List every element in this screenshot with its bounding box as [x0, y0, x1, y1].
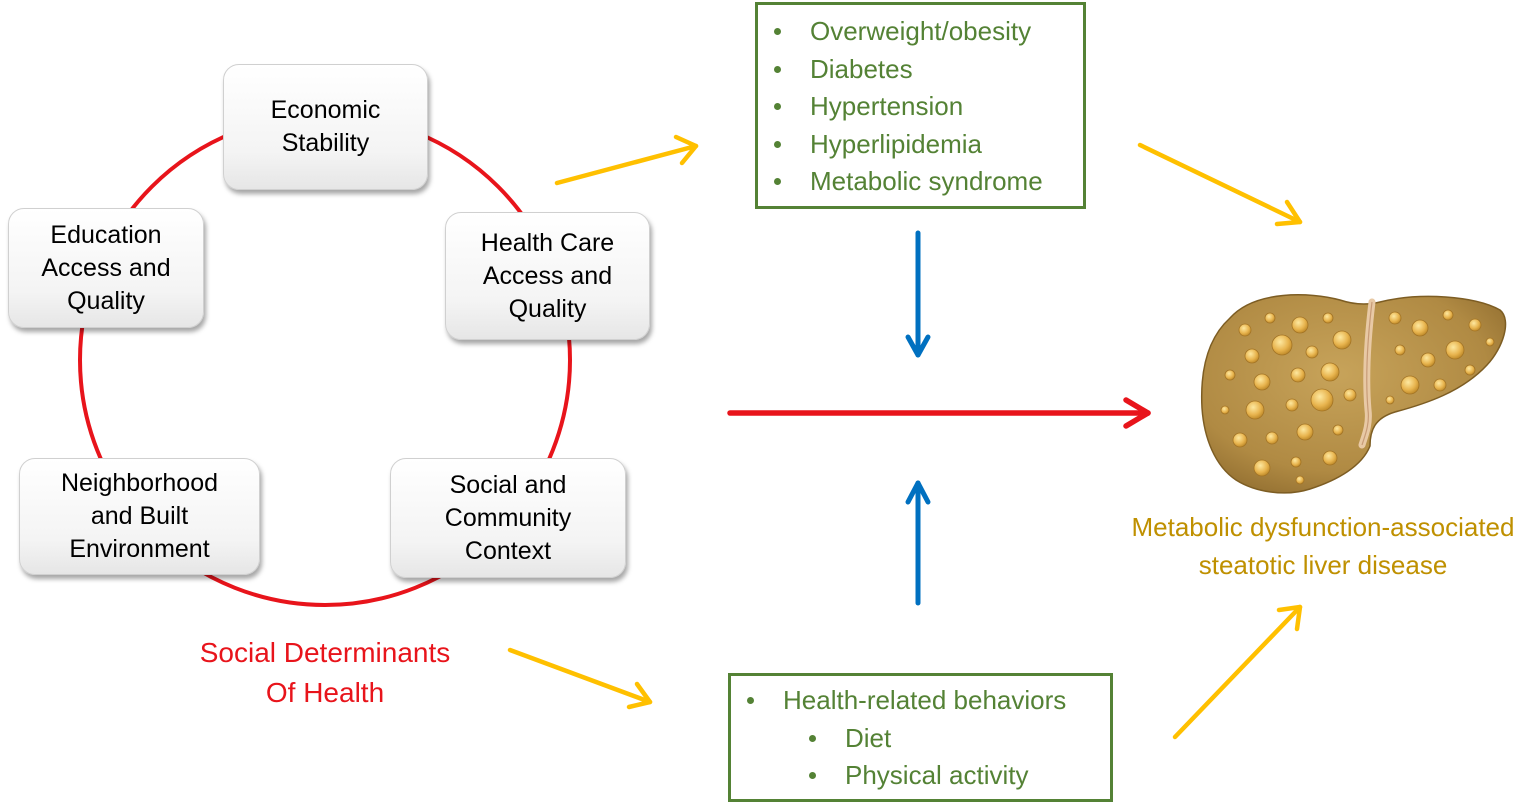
node-label-line: Access and	[41, 253, 171, 282]
conditions-list: Overweight/obesity Diabetes Hypertension…	[774, 13, 1043, 201]
node-label-line: Neighborhood	[60, 469, 219, 497]
liver-icon	[1200, 294, 1507, 494]
node-education-access-quality: Education Access and Quality	[8, 208, 204, 328]
node-label-line: Economic	[270, 96, 381, 124]
arrow-conditions-to-masld	[1137, 142, 1303, 227]
node-label-line: and Built	[90, 502, 189, 530]
behavior-main-item: Health-related behaviors	[746, 682, 1066, 720]
node-label-line: Environment	[69, 535, 210, 563]
sdoh-title-line2: Of Health	[265, 677, 385, 708]
node-economic-stability: Economic Stability	[223, 64, 428, 190]
node-label-line: Quality	[508, 294, 587, 323]
sdoh-title: Social Determinants Of Health	[150, 633, 500, 713]
node-health-care-access-quality: Health Care Access and Quality	[445, 212, 650, 340]
outcome-line1: Metabolic dysfunction-associated	[1131, 512, 1515, 542]
node-label-line: Quality	[67, 286, 145, 315]
arrow-sdoh-to-conditions	[554, 134, 699, 186]
node-label-line: Stability	[281, 129, 370, 157]
condition-item: Overweight/obesity	[774, 13, 1043, 51]
outcome-label: Metabolic dysfunction-associated steatot…	[1108, 508, 1537, 584]
behavior-sub-item: Physical activity	[808, 757, 1066, 795]
node-label-line: Access and	[482, 261, 613, 290]
condition-item: Hyperlipidemia	[774, 126, 1043, 164]
arrow-sdoh-to-masld	[727, 397, 1151, 429]
arrow-behaviors-up	[905, 480, 931, 606]
behaviors-box: Health-related behaviors Diet Physical a…	[728, 673, 1113, 802]
node-label-line: Social and	[449, 470, 567, 499]
node-label-line: Community	[444, 503, 572, 532]
behaviors-list: Health-related behaviors Diet Physical a…	[746, 682, 1066, 795]
node-label-line: Education	[50, 220, 162, 249]
condition-item: Metabolic syndrome	[774, 163, 1043, 201]
arrow-conditions-down	[905, 230, 931, 358]
node-label-line: Health Care	[480, 228, 615, 257]
arrow-sdoh-to-behaviors	[507, 647, 653, 710]
behavior-sub-item: Diet	[808, 720, 1066, 758]
blue-arrows	[905, 230, 931, 606]
node-neighborhood-built-environment: Neighborhood and Built Environment	[19, 458, 260, 575]
condition-item: Diabetes	[774, 51, 1043, 89]
sdoh-title-line1: Social Determinants	[199, 637, 451, 668]
node-label-line: Context	[464, 536, 552, 565]
condition-item: Hypertension	[774, 88, 1043, 126]
arrow-behaviors-to-masld	[1172, 604, 1303, 740]
yellow-arrows	[507, 134, 1303, 740]
node-social-community-context: Social and Community Context	[390, 458, 626, 578]
outcome-line2: steatotic liver disease	[1198, 550, 1448, 580]
conditions-box: Overweight/obesity Diabetes Hypertension…	[755, 2, 1086, 209]
